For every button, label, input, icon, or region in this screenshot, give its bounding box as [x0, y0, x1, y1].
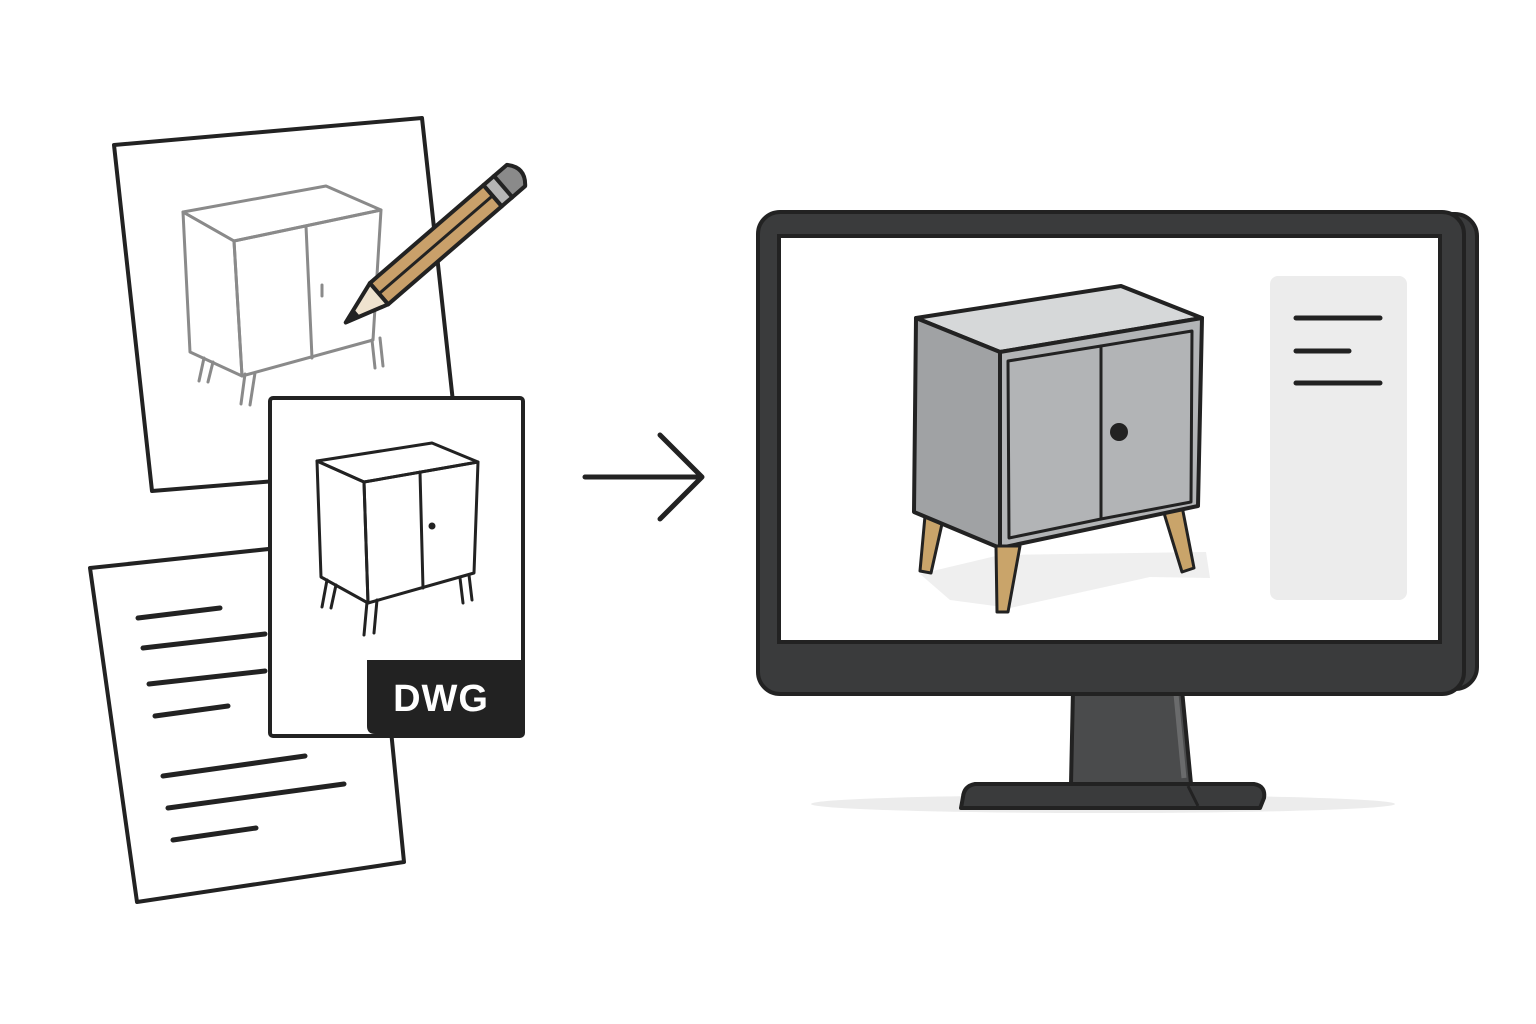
dwg-door-handle — [428, 522, 436, 530]
document-text-lines — [135, 605, 347, 843]
arrow-head — [657, 432, 705, 522]
dwg-leg — [329, 583, 338, 610]
dwg-leg — [458, 576, 465, 605]
properties-panel — [1270, 276, 1407, 600]
dwg-cabinet-front — [362, 460, 480, 605]
cabinet-door-left — [1006, 344, 1103, 540]
cabinet-side — [912, 316, 1002, 550]
dwg-badge-label: DWG — [393, 678, 489, 720]
text-line — [146, 668, 268, 687]
sketch-door-divider — [304, 224, 314, 360]
monitor-stand-base — [959, 782, 1267, 810]
dwg-file-page — [268, 396, 525, 738]
dwg-leg — [320, 578, 329, 609]
pencil-lead — [344, 308, 361, 324]
text-line — [165, 781, 347, 811]
arrow-right-icon — [582, 432, 705, 522]
dwg-file: DWG — [268, 396, 525, 738]
properties-panel-background — [1270, 276, 1407, 600]
text-line — [160, 753, 308, 779]
dwg-leg — [362, 600, 369, 637]
text-line — [140, 631, 268, 651]
monitor-stand-highlight — [1173, 693, 1187, 779]
sketch-leg — [239, 372, 247, 406]
monitor — [756, 210, 1479, 813]
cabinet-shadow — [920, 552, 1210, 608]
dwg-leg — [467, 573, 474, 602]
sketch-leg — [197, 356, 206, 383]
cabinet-door-knob — [1110, 423, 1128, 441]
sketch-leg — [248, 371, 257, 407]
dwg-leg — [372, 598, 379, 635]
cabinet-door-right — [1099, 329, 1194, 521]
text-line — [170, 825, 259, 843]
monitor-stand-base-edge — [1186, 785, 1200, 807]
pencil-eraser — [491, 162, 528, 200]
monitor-stand-neck — [1069, 688, 1193, 786]
dwg-badge — [367, 660, 521, 734]
text-line — [135, 605, 223, 621]
text-line — [152, 703, 231, 719]
pencil-icon — [343, 162, 528, 325]
sketch-leg — [370, 338, 377, 370]
pencil-stripe — [378, 194, 494, 295]
sketch-leg — [206, 360, 215, 384]
sketch-leg — [378, 336, 385, 368]
cabinet-leg-front — [994, 544, 1022, 614]
dwg-cabinet-drawing — [315, 441, 480, 637]
sketch-cabinet-drawing — [181, 184, 385, 407]
dwg-door-divider — [418, 470, 425, 590]
cabinet-3d-model — [912, 284, 1210, 614]
